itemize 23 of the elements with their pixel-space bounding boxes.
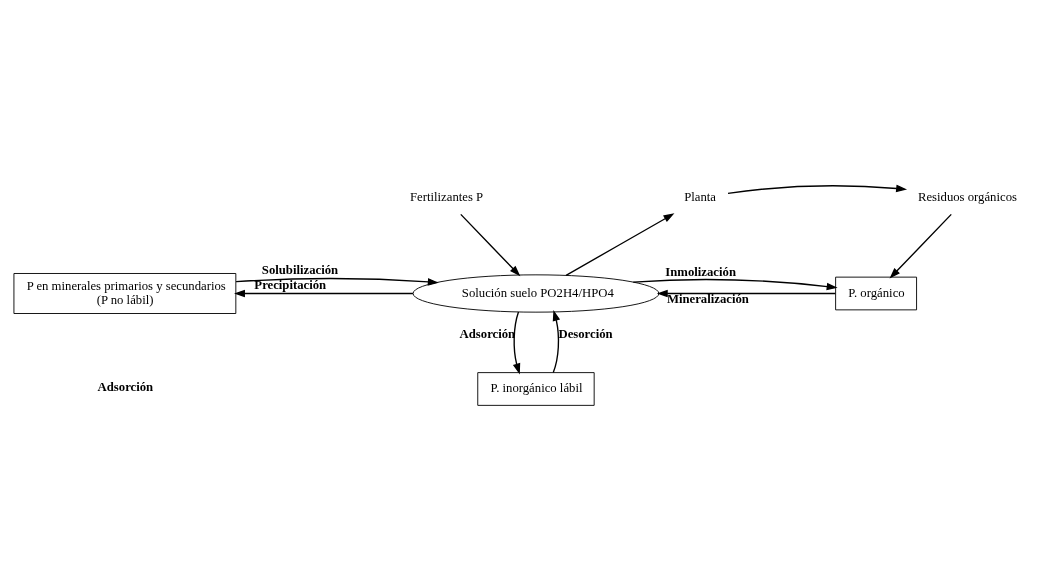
- edge-label: Solubilización: [261, 262, 338, 277]
- arrow: [234, 277, 439, 286]
- edge-label: Inmolización: [664, 264, 736, 279]
- arrow: [726, 184, 907, 194]
- arrow: [656, 289, 836, 297]
- arrow: [552, 309, 560, 373]
- edge-label: Desorción: [557, 326, 613, 341]
- arrow: [889, 213, 952, 279]
- node-ellipse: Solución suelo PO2H4/HPO4: [412, 273, 659, 313]
- arrow: [459, 213, 520, 276]
- arrow: [564, 212, 674, 276]
- arrow: [632, 278, 838, 290]
- node-text: Fertilizantes P: [409, 189, 483, 204]
- arrow: [512, 310, 520, 374]
- edge-label: Mineralización: [666, 291, 749, 306]
- node-box: P en minerales primarios y secundarios (P no lábil): [13, 272, 236, 314]
- node-text: Planta: [683, 189, 716, 204]
- node-box: P. inorgánico lábil: [476, 371, 595, 406]
- node-box: P. orgánico: [834, 276, 917, 310]
- node-text: Residuos orgánicos: [917, 189, 1017, 204]
- arrow: [233, 289, 414, 297]
- label: Adsorción: [97, 379, 153, 394]
- edge-label: Precipitación: [253, 277, 326, 292]
